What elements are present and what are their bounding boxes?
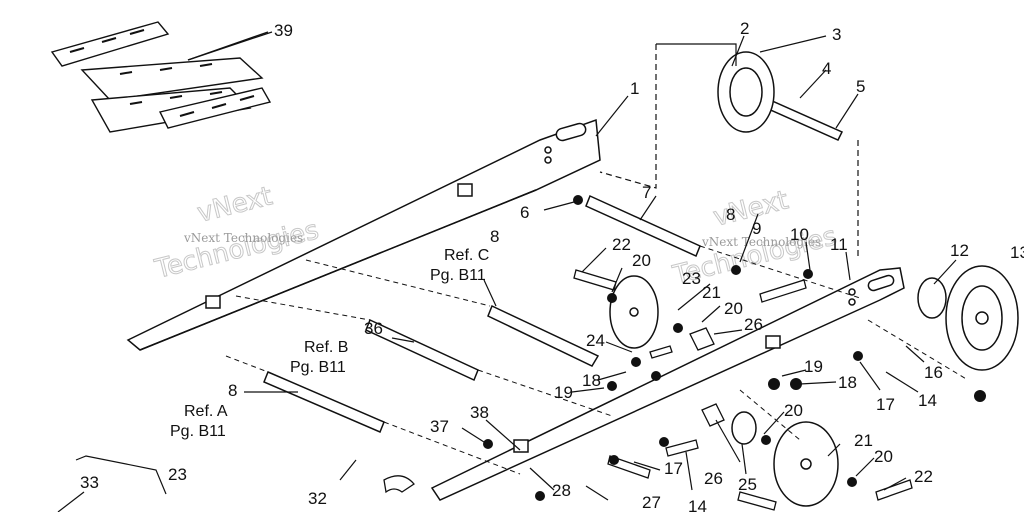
callout-20-c: 20 xyxy=(784,401,803,420)
wheels-drawing xyxy=(609,51,1019,507)
callout-21-b: 21 xyxy=(854,431,873,450)
callout-8-ref-c: 8 xyxy=(490,227,499,246)
callout-22-a: 22 xyxy=(612,235,631,254)
callout-19-mid: 19 xyxy=(554,383,573,402)
callout-26-a: 26 xyxy=(744,315,763,334)
svg-text:vNext: vNext xyxy=(194,181,275,228)
ref-b-label: Ref. B xyxy=(304,339,348,356)
callout-4: 4 xyxy=(822,59,831,78)
ref-c-label: Ref. C xyxy=(444,247,489,264)
callout-2: 2 xyxy=(740,19,749,38)
callout-14-right: 14 xyxy=(918,391,937,410)
washers-drawing xyxy=(483,195,986,501)
callout-19-right: 19 xyxy=(804,357,823,376)
callout-3: 3 xyxy=(832,25,841,44)
callout-16: 16 xyxy=(924,363,943,382)
svg-text:vNext: vNext xyxy=(710,185,791,232)
track-inset-drawing xyxy=(50,21,272,133)
shaft-dashes xyxy=(225,245,969,475)
callout-18-right: 18 xyxy=(838,373,857,392)
callout-37: 37 xyxy=(430,417,449,436)
callout-27: 27 xyxy=(642,493,661,512)
ref-c-page: Pg. B11 xyxy=(430,267,486,284)
callout-23-a: 23 xyxy=(682,269,701,288)
callout-33: 33 xyxy=(80,473,99,492)
callout-26-b: 26 xyxy=(704,469,723,488)
callout-6: 6 xyxy=(520,203,529,222)
callout-17-bottom: 17 xyxy=(664,459,683,478)
callout-9: 9 xyxy=(752,219,761,238)
callout-11: 11 xyxy=(830,235,848,254)
svg-text:vNext Technologies: vNext Technologies xyxy=(183,231,303,245)
rail-lower-drawing xyxy=(430,267,905,501)
callout-20-b: 20 xyxy=(724,299,743,318)
callout-17-right: 17 xyxy=(876,395,895,414)
callout-5: 5 xyxy=(856,77,865,96)
callout-21-a: 21 xyxy=(702,283,721,302)
svg-text:vNext Technologies: vNext Technologies xyxy=(701,235,821,249)
callout-labels: 39 1 2 3 4 5 6 7 8 8 8 9 10 11 12 13 14 … xyxy=(80,19,1024,512)
callout-22-b: 22 xyxy=(914,467,933,486)
callout-36: 36 xyxy=(364,319,383,338)
callout-8-ref-a: 8 xyxy=(228,381,237,400)
callout-18-mid: 18 xyxy=(582,371,601,390)
callout-38: 38 xyxy=(470,403,489,422)
hardware-drawing xyxy=(383,269,913,511)
leader-lines xyxy=(57,31,957,512)
callout-39: 39 xyxy=(274,21,293,40)
callout-8-top: 8 xyxy=(726,205,735,224)
callout-7: 7 xyxy=(642,183,651,202)
callout-14-bottom: 14 xyxy=(688,497,707,512)
callout-13: 13 xyxy=(1010,243,1024,262)
ref-a-label: Ref. A xyxy=(184,403,228,420)
reference-notes: Ref. C Pg. B11 Ref. B Pg. B11 Ref. A Pg.… xyxy=(170,247,489,440)
callout-20-d: 20 xyxy=(874,447,893,466)
callout-10: 10 xyxy=(790,225,809,244)
rail-upper-drawing xyxy=(126,118,601,351)
callout-12: 12 xyxy=(950,241,969,260)
callout-25: 25 xyxy=(738,475,757,494)
callout-1: 1 xyxy=(630,79,639,98)
callout-24: 24 xyxy=(586,331,605,350)
ref-a-page: Pg. B11 xyxy=(170,423,226,440)
callout-32: 32 xyxy=(308,489,327,508)
ref-b-page: Pg. B11 xyxy=(290,359,346,376)
callout-20-a: 20 xyxy=(632,251,651,270)
callout-28: 28 xyxy=(552,481,571,500)
callout-23-b: 23 xyxy=(168,465,187,484)
